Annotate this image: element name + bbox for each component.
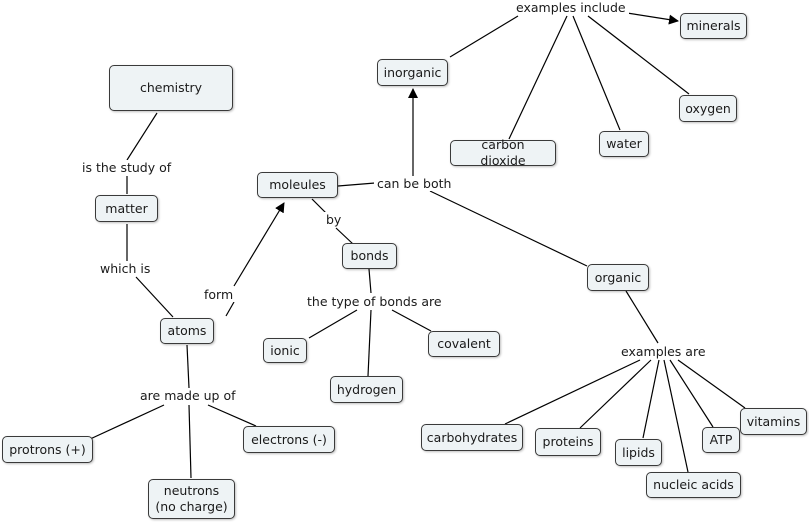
concept-carbon-dioxide[interactable]: carbon dioxide [450, 137, 556, 168]
connector-phrase-vitamins [677, 359, 746, 409]
concept-protrons[interactable]: protrons (+) [2, 436, 93, 463]
concept-lipids[interactable]: lipids [615, 439, 662, 466]
connector-moleules-by [311, 198, 327, 214]
connector-chemistry-phrase [126, 112, 158, 161]
connector-phrase-water [572, 15, 621, 131]
phrase-examples-include: examples include [513, 0, 629, 15]
connector-moleules-canbeboth [337, 182, 376, 187]
connector-phrase-electrons [207, 404, 257, 427]
phrase-form: form [201, 287, 237, 302]
phrase-examples-are: examples are [618, 344, 709, 359]
concept-ionic[interactable]: ionic [263, 338, 307, 363]
concept-neutrons[interactable]: neutrons (no charge) [148, 479, 235, 519]
concept-covalent[interactable]: covalent [428, 331, 500, 357]
phrase-the-type-of-bonds-are: the type of bonds are [304, 294, 445, 309]
connector-phrase-protrons [87, 404, 165, 441]
phrase-is-the-study-of: is the study of [79, 160, 175, 175]
connector-canbeboth-organic [429, 190, 588, 267]
connector-phrase-proteins [579, 359, 652, 429]
connector-phrase-atoms [135, 276, 174, 318]
concept-nucleic-acids[interactable]: nucleic acids [646, 472, 741, 498]
connector-phrase-atp [669, 359, 714, 428]
concept-organic[interactable]: organic [587, 264, 649, 291]
concept-oxygen[interactable]: oxygen [679, 95, 737, 122]
concept-electrons[interactable]: electrons (-) [243, 426, 335, 453]
connector-phrase-neutrons [188, 404, 192, 479]
connector-by-bonds [335, 227, 354, 245]
connector-phrase-lipids [642, 359, 660, 439]
concept-proteins[interactable]: proteins [535, 428, 601, 456]
phrase-are-made-up-of: are made up of [137, 388, 239, 403]
concept-chemistry[interactable]: chemistry [109, 65, 233, 111]
connector-phrase-carbohydrates [504, 359, 641, 425]
connector-phrase-nucleicacids [663, 359, 689, 473]
concept-carbohydrates[interactable]: carbohydrates [421, 424, 523, 451]
connector-phrase-covalent [391, 309, 432, 332]
connector-phrase-ionic [308, 309, 358, 339]
concept-bonds[interactable]: bonds [342, 243, 397, 269]
connector-phrase-minerals [626, 12, 679, 25]
connector-atoms-phrase [186, 344, 190, 389]
concept-matter[interactable]: matter [95, 195, 158, 222]
concept-atp[interactable]: ATP [702, 427, 740, 453]
concept-moleules[interactable]: moleules [257, 172, 338, 198]
phrase-by: by [323, 212, 345, 227]
connector-form-moleules [233, 202, 285, 287]
connector-phrase-carbondioxide [508, 15, 568, 140]
connector-organic-phrase [625, 290, 659, 344]
concept-atoms[interactable]: atoms [160, 318, 214, 344]
concept-water[interactable]: water [599, 131, 649, 157]
phrase-which-is: which is [97, 261, 154, 276]
concept-vitamins[interactable]: vitamins [740, 408, 807, 435]
connector-phrase-oxygen [587, 15, 690, 95]
concept-minerals[interactable]: minerals [680, 13, 747, 39]
connector-bonds-phrase [368, 268, 372, 294]
connector-atoms-form [225, 301, 235, 317]
connector-inorganic-phrase [449, 15, 519, 58]
concept-hydrogen[interactable]: hydrogen [330, 376, 403, 403]
concept-inorganic[interactable]: inorganic [377, 59, 448, 86]
phrase-can-be-both: can be both [374, 176, 455, 191]
connector-phrase-hydrogen [367, 309, 372, 377]
